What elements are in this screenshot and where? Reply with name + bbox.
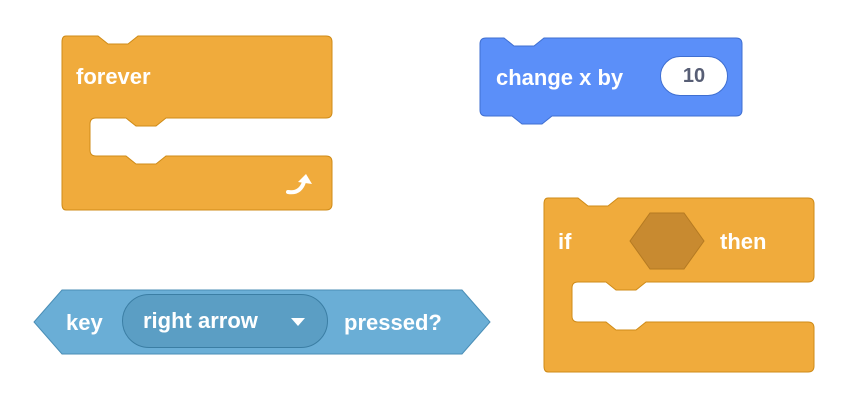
chevron-down-icon (291, 318, 305, 326)
forever-block[interactable] (61, 35, 333, 211)
pressed-label: pressed? (344, 310, 442, 335)
key-dropdown-value: right arrow (143, 308, 258, 333)
loop-arrow-icon (286, 174, 312, 195)
then-label: then (720, 229, 767, 254)
if-then-block[interactable] (543, 197, 815, 373)
change-x-label: change x by (496, 65, 624, 90)
forever-label: forever (76, 64, 151, 89)
key-label: key (66, 310, 103, 335)
key-dropdown[interactable]: right arrow (122, 294, 328, 348)
x-amount-input[interactable]: 10 (660, 56, 728, 96)
if-label: if (558, 229, 572, 254)
condition-slot[interactable] (629, 212, 705, 270)
